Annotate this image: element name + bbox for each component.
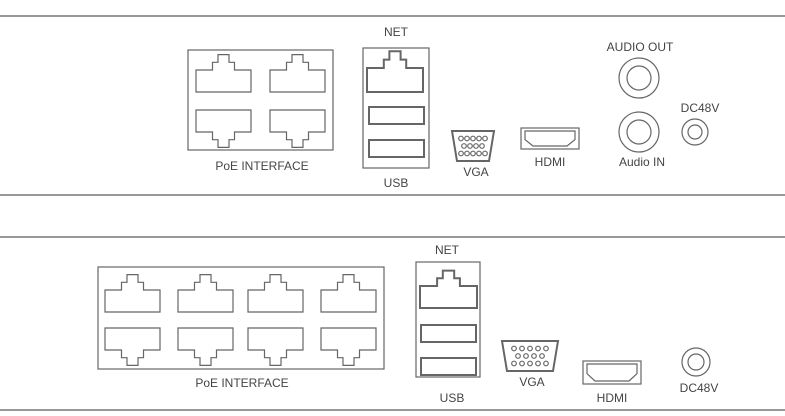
rj45-port-icon [366,50,424,93]
poe-interface-box [97,266,385,370]
usb-port-icon [368,106,425,125]
rj45-port-icon [320,327,377,366]
rj45-port-icon [104,274,161,313]
audio-out-jack-icon [618,57,660,99]
rj45-port-icon [419,269,478,309]
poe-ports [195,54,326,148]
panel-8ch: PoE INTERFACE NET USB VGA HDMI DC48V [0,236,785,411]
power-label: DC48V [681,101,720,115]
usb-port-icon [420,357,477,376]
poe-interface-label: PoE INTERFACE [195,376,288,390]
usb-label: USB [384,176,409,190]
hdmi-label: HDMI [597,391,628,405]
rj45-port-icon [177,327,234,366]
audio-in-label: Audio IN [619,155,665,169]
vga-port-icon [450,130,496,162]
audio-out-label: AUDIO OUT [607,40,674,54]
vga-label: VGA [519,375,544,389]
net-label: NET [384,25,409,39]
rj45-port-icon [104,327,161,366]
rj45-port-icon [320,274,377,313]
audio-in-jack-icon [618,111,660,153]
power-jack-icon [681,118,709,146]
rj45-port-icon [247,274,304,313]
hdmi-port-icon [520,127,580,150]
net-label: NET [435,243,460,257]
net-usb-box [415,261,481,378]
panel-4ch: PoE INTERFACE NET USB VGA HDMI AUDIO OUT… [0,15,785,196]
net-usb-box [362,47,430,169]
hdmi-port-icon [582,360,642,385]
rj45-port-icon [247,327,304,366]
poe-ports [104,274,377,366]
vga-label: VGA [463,165,488,179]
rj45-port-icon [177,274,234,313]
rj45-port-icon [195,54,252,93]
net-port-icon [419,269,478,309]
usb-label: USB [440,391,465,405]
hdmi-label: HDMI [535,155,566,169]
poe-interface-box [187,49,334,151]
vga-port-icon [500,340,560,372]
poe-interface-label: PoE INTERFACE [215,159,308,173]
rj45-port-icon [269,54,326,93]
power-label: DC48V [680,381,719,395]
net-port-icon [366,50,424,93]
usb-port-icon [368,139,425,158]
power-jack-icon [681,347,711,377]
usb-port-icon [420,324,477,343]
rj45-port-icon [195,109,252,148]
rj45-port-icon [269,109,326,148]
